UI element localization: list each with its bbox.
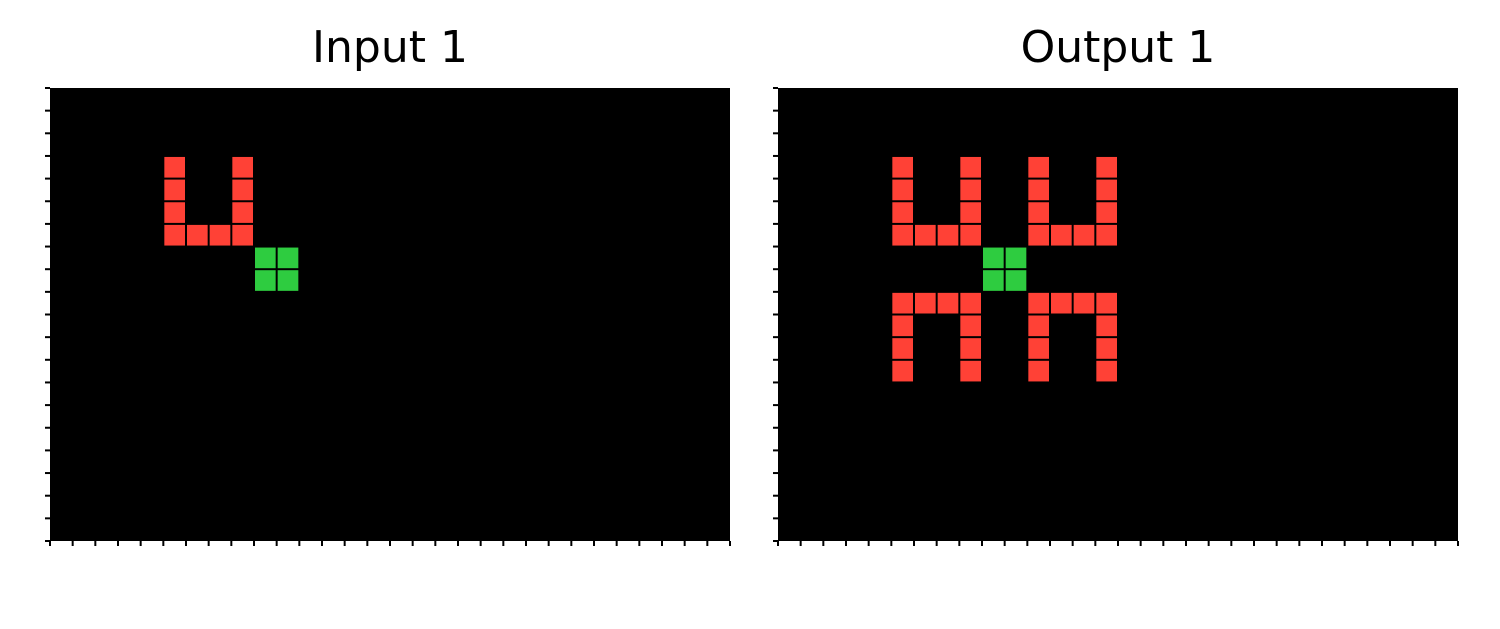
input-grid <box>45 87 731 546</box>
input-cell-red <box>187 224 208 246</box>
output-cell-red <box>1073 292 1095 314</box>
input-cell-red <box>232 156 253 178</box>
output-cell-red <box>1028 292 1049 314</box>
output-cell-red <box>1096 202 1117 223</box>
output-cell-red <box>892 202 913 223</box>
input-cell-red <box>232 224 253 246</box>
output-cell-red <box>1051 224 1072 246</box>
output-cell-red <box>960 338 981 359</box>
output-cell-red <box>960 224 981 246</box>
output-cell-red <box>1028 179 1049 201</box>
output-cell-red <box>1051 292 1072 314</box>
output-cell-red <box>892 224 913 246</box>
input-cell-green <box>255 247 276 269</box>
input-cell-red <box>209 224 231 246</box>
output-cell-red <box>892 292 913 314</box>
output-cell-green <box>1005 247 1027 269</box>
output-cell-red <box>1028 360 1049 382</box>
output-panel-title: Output 1 <box>1020 22 1216 73</box>
input-cell-red <box>164 202 185 223</box>
output-cell-red <box>937 292 959 314</box>
output-cell-red <box>960 179 981 201</box>
input-cell-red <box>164 224 185 246</box>
output-cell-red <box>1028 224 1049 246</box>
output-cell-red <box>1028 202 1049 223</box>
output-cell-red <box>960 360 981 382</box>
input-panel-title: Input 1 <box>312 22 468 73</box>
output-cell-green <box>983 247 1004 269</box>
output-cell-red <box>915 224 936 246</box>
output-cell-red <box>937 224 959 246</box>
output-cell-green <box>1005 270 1027 291</box>
output-cell-red <box>1096 179 1117 201</box>
output-cell-red <box>1096 360 1117 382</box>
output-cell-green <box>983 270 1004 291</box>
input-grid-background <box>50 88 730 541</box>
output-cell-red <box>1028 315 1049 337</box>
output-cell-red <box>1096 338 1117 359</box>
output-cell-red <box>960 202 981 223</box>
output-cell-red <box>892 360 913 382</box>
output-cell-red <box>1073 224 1095 246</box>
output-cell-red <box>960 156 981 178</box>
output-cell-red <box>1096 156 1117 178</box>
output-cell-red <box>892 156 913 178</box>
output-cell-red <box>960 292 981 314</box>
output-cell-red <box>892 315 913 337</box>
input-cell-red <box>164 156 185 178</box>
output-cell-red <box>915 292 936 314</box>
output-cell-red <box>892 179 913 201</box>
output-cell-red <box>1028 156 1049 178</box>
input-cell-green <box>255 270 276 291</box>
output-grid-background <box>778 88 1458 541</box>
input-cell-red <box>164 179 185 201</box>
input-cell-red <box>232 179 253 201</box>
output-cell-red <box>1096 315 1117 337</box>
output-cell-red <box>1096 292 1117 314</box>
input-cell-green <box>277 247 299 269</box>
output-cell-red <box>1096 224 1117 246</box>
output-cell-red <box>960 315 981 337</box>
input-cell-red <box>232 202 253 223</box>
output-cell-red <box>1028 338 1049 359</box>
output-cell-red <box>892 338 913 359</box>
input-cell-green <box>277 270 299 291</box>
